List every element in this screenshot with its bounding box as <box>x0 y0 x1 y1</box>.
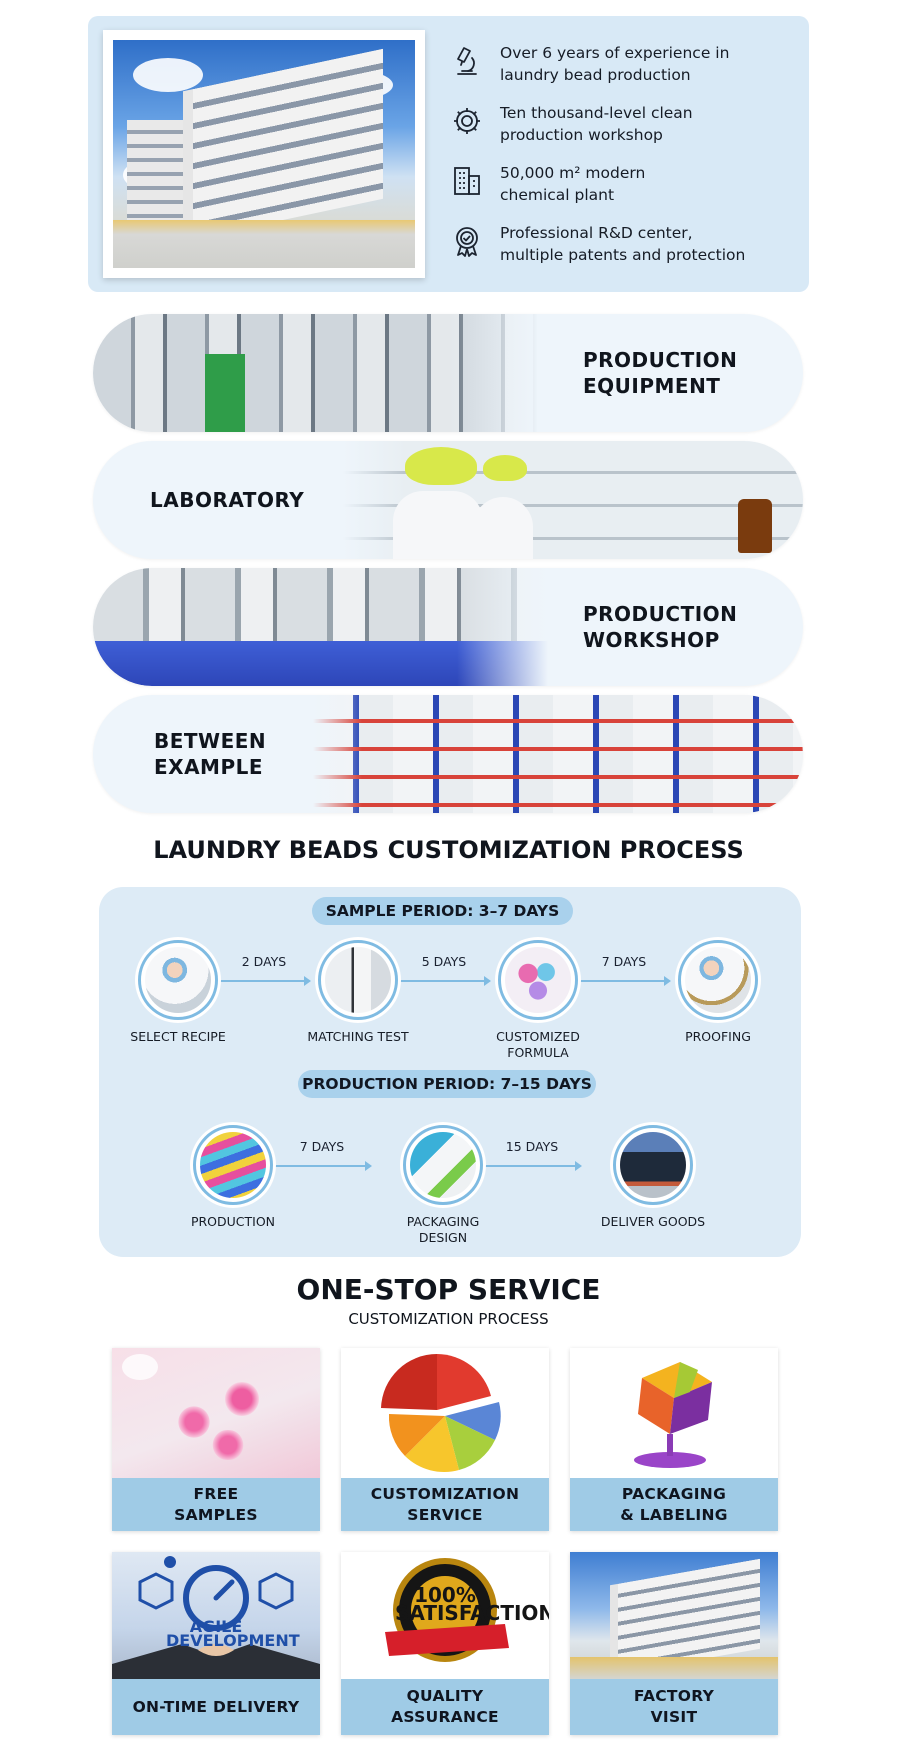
agile-logo-text: AGILE DEVELOPMENT <box>166 1617 300 1650</box>
service-tile-packaging: PACKAGING & LABELING <box>570 1348 778 1531</box>
step-label: MATCHING TEST <box>307 1029 409 1044</box>
building-icon <box>454 167 480 195</box>
pie-graphic <box>341 1348 549 1478</box>
service-tile-free-samples: FREE SAMPLES <box>112 1348 320 1531</box>
step-label: PACKAGING DESIGN <box>406 1214 480 1245</box>
packaging-design-photo <box>403 1125 483 1205</box>
feature-item: Ten thousand-level clean production work… <box>450 102 790 162</box>
tile-label: QUALITY ASSURANCE <box>341 1679 549 1735</box>
deliver-goods-photo <box>613 1125 693 1205</box>
award-badge-icon <box>456 227 478 257</box>
service-tile-factory-visit: FACTORY VISIT <box>570 1552 778 1735</box>
step-duration: 7 DAYS <box>601 954 647 969</box>
step-duration: 5 DAYS <box>421 954 467 969</box>
production-workshop-photo <box>93 568 548 686</box>
package-graphic <box>570 1348 778 1478</box>
company-info-card: Over 6 years of experience in laundry be… <box>88 16 809 292</box>
customized-formula-photo <box>498 940 578 1020</box>
tile-label: FACTORY VISIT <box>570 1679 778 1735</box>
service-tile-customization: CUSTOMIZATION SERVICE <box>341 1348 549 1531</box>
feature-text: 50,000 m² modern chemical plant <box>500 164 646 204</box>
feature-list: Over 6 years of experience in laundry be… <box>450 42 790 282</box>
free-samples-photo <box>112 1348 320 1478</box>
facility-label: BETWEEN EXAMPLE <box>154 729 267 779</box>
feature-item: 50,000 m² modern chemical plant <box>450 162 790 222</box>
feature-text: Ten thousand-level clean production work… <box>500 104 693 144</box>
facility-between-example: BETWEEN EXAMPLE <box>93 695 803 813</box>
facility-laboratory: LABORATORY <box>93 441 803 559</box>
step-label: CUSTOMIZED FORMULA <box>496 1029 580 1060</box>
factory-photo <box>103 30 425 278</box>
tile-label: ON-TIME DELIVERY <box>112 1679 320 1735</box>
production-equipment-photo <box>93 314 538 432</box>
gear-icon <box>454 108 480 134</box>
tile-label: CUSTOMIZATION SERVICE <box>341 1478 549 1531</box>
process-card: SAMPLE PERIOD: 3–7 DAYS 2 DAYS 5 DAYS 7 … <box>99 887 801 1257</box>
feature-item: Over 6 years of experience in laundry be… <box>450 42 790 102</box>
step-label: SELECT RECIPE <box>130 1029 226 1044</box>
feature-text: Professional R&D center, multiple patent… <box>500 224 746 264</box>
facility-label: PRODUCTION WORKSHOP <box>583 602 738 652</box>
service-title: ONE-STOP SERVICE <box>296 1273 601 1306</box>
service-subtitle: CUSTOMIZATION PROCESS <box>348 1310 549 1328</box>
tile-label: FREE SAMPLES <box>112 1478 320 1531</box>
facility-label: LABORATORY <box>150 488 305 512</box>
laboratory-photo <box>343 441 803 559</box>
step-duration: 15 DAYS <box>505 1139 559 1154</box>
step-label: PROOFING <box>685 1029 751 1044</box>
process-title: LAUNDRY BEADS CUSTOMIZATION PROCESS <box>153 836 744 864</box>
quality-seal-graphic: 100% SATISFACTION <box>341 1552 549 1679</box>
tile-label: PACKAGING & LABELING <box>570 1478 778 1531</box>
feature-item: Professional R&D center, multiple patent… <box>450 222 790 282</box>
warehouse-photo <box>313 695 803 813</box>
facility-production-equipment: PRODUCTION EQUIPMENT <box>93 314 803 432</box>
step-label: DELIVER GOODS <box>600 1214 706 1229</box>
facility-label: PRODUCTION EQUIPMENT <box>583 348 738 398</box>
agile-handshake-graphic: AGILE DEVELOPMENT <box>112 1552 320 1679</box>
matching-test-photo <box>318 940 398 1020</box>
production-period-pill: PRODUCTION PERIOD: 7–15 DAYS <box>298 1070 596 1098</box>
sample-period-pill: SAMPLE PERIOD: 3–7 DAYS <box>312 897 573 925</box>
feature-text: Over 6 years of experience in laundry be… <box>500 44 730 84</box>
step-duration: 7 DAYS <box>299 1139 345 1154</box>
step-duration: 2 DAYS <box>241 954 287 969</box>
microscope-icon <box>457 47 477 75</box>
service-tile-on-time-delivery: AGILE DEVELOPMENT ON-TIME DELIVERY <box>112 1552 320 1735</box>
facility-production-workshop: PRODUCTION WORKSHOP <box>93 568 803 686</box>
seal-text: 100% SATISFACTION <box>395 1583 549 1625</box>
proofing-photo <box>678 940 758 1020</box>
select-recipe-photo <box>138 940 218 1020</box>
step-label: PRODUCTION <box>190 1214 276 1229</box>
service-tile-quality-assurance: 100% SATISFACTION QUALITY ASSURANCE <box>341 1552 549 1735</box>
factory-visit-photo <box>570 1552 778 1679</box>
production-photo <box>193 1125 273 1205</box>
